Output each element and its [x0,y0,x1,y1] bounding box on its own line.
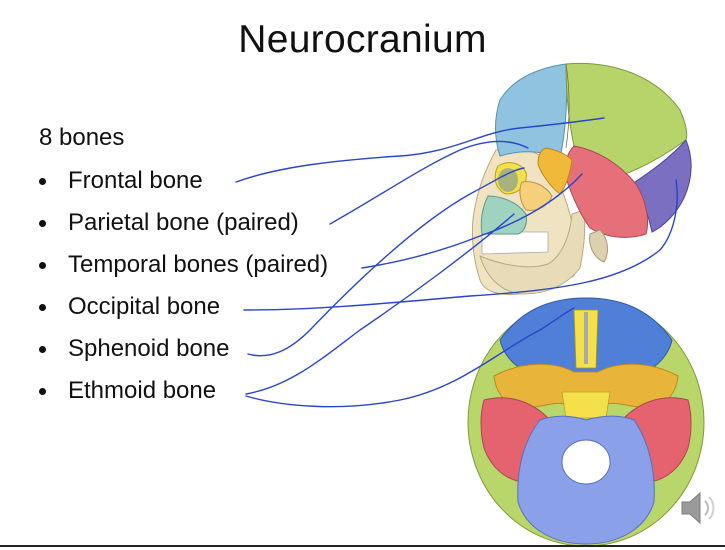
bullet-sphenoid: Sphenoid bone [38,330,328,372]
bullet-occipital: Occipital bone [38,288,328,330]
sella-turcica [561,391,611,419]
annotation-line-temporal [361,173,583,269]
bullet-dot-icon [39,346,46,353]
orbit [498,168,518,192]
bullet-label: Parietal bone (paired) [68,209,299,236]
speaker-icon[interactable] [676,486,720,530]
mastoid-shape [589,229,608,263]
annotation-line-ethmoid-lower [245,307,575,408]
annotation-line-ethmoid-upper [245,213,515,395]
bullet-temporal: Temporal bones (paired) [38,246,328,288]
bullet-label: Ethmoid bone [68,377,217,404]
foramen-magnum [561,439,611,485]
annotation-line-occipital [243,179,678,311]
bullet-parietal: Parietal bone (paired) [38,204,328,246]
slide-bottom-border [0,545,725,547]
bullet-dot-icon [39,178,46,185]
bullet-dot-icon [39,304,46,311]
annotation-line-sphenoid [247,167,525,357]
bullet-dot-icon [39,262,46,269]
slide-title: Neurocranium [238,18,487,61]
bullet-label: Sphenoid bone [68,335,230,362]
bullet-dot-icon [39,220,46,227]
skull-suture [565,63,570,149]
bone-list: Frontal bone Parietal bone (paired) Temp… [38,162,328,414]
bullet-ethmoid: Ethmoid bone [38,372,328,414]
lateral-skull-illustration [471,62,692,295]
slide-subtitle: 8 bones [39,124,125,151]
bullet-frontal: Frontal bone [38,162,328,204]
teeth [481,231,549,255]
bullet-label: Occipital bone [68,293,221,320]
cranial-base-illustration [467,297,705,547]
parietal-bone-shape [565,62,688,177]
frontal-bone-shape [495,63,568,159]
annotation-line-frontal [235,117,605,183]
crista-galli [584,312,588,364]
maxilla-shape [480,195,527,235]
bullet-label: Frontal bone [68,167,203,194]
bullet-label: Temporal bones (paired) [68,251,329,278]
annotation-line-parietal [329,140,529,225]
bullet-dot-icon [39,388,46,395]
annotation-lines [235,117,678,408]
